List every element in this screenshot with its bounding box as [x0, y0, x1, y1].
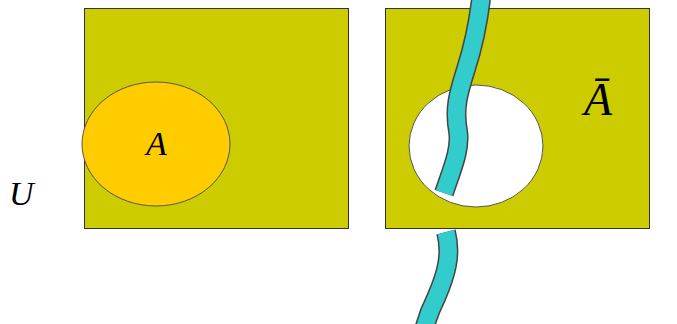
- set-label: A: [146, 127, 167, 161]
- set-label: U: [9, 177, 34, 211]
- set-ellipse: A: [81, 81, 231, 207]
- universe-box: UA: [84, 8, 349, 229]
- set-label: Ā: [584, 77, 612, 123]
- complement-box: Ā: [385, 8, 650, 229]
